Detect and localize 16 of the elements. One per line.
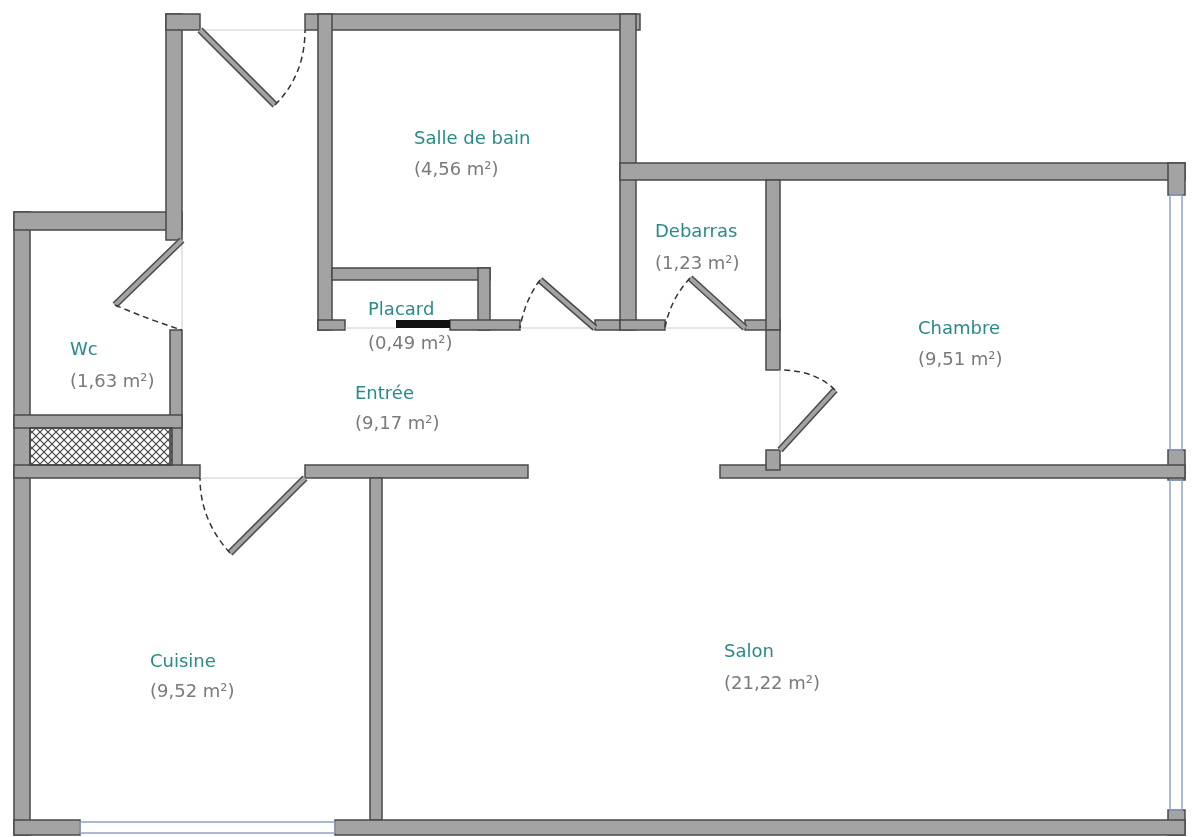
room-name: Chambre [918, 317, 1001, 339]
room-area: (1,63 m²) [70, 370, 155, 392]
room-area: (9,52 m²) [150, 680, 235, 702]
room-name: Salle de bain [414, 127, 531, 149]
room-area: (21,22 m²) [724, 672, 821, 694]
room-name: Salon [724, 640, 774, 662]
room-name: Placard [368, 298, 435, 320]
room-name: Cuisine [150, 650, 216, 672]
room-area: (0,49 m²) [368, 332, 453, 354]
room-area: (1,23 m²) [655, 252, 740, 274]
room-name: Debarras [655, 220, 738, 242]
room-name: Wc [70, 338, 98, 360]
room-area: (9,17 m²) [355, 412, 440, 434]
room-area: (4,56 m²) [414, 158, 499, 180]
room-area: (9,51 m²) [918, 348, 1003, 370]
room-name: Entrée [355, 382, 414, 404]
